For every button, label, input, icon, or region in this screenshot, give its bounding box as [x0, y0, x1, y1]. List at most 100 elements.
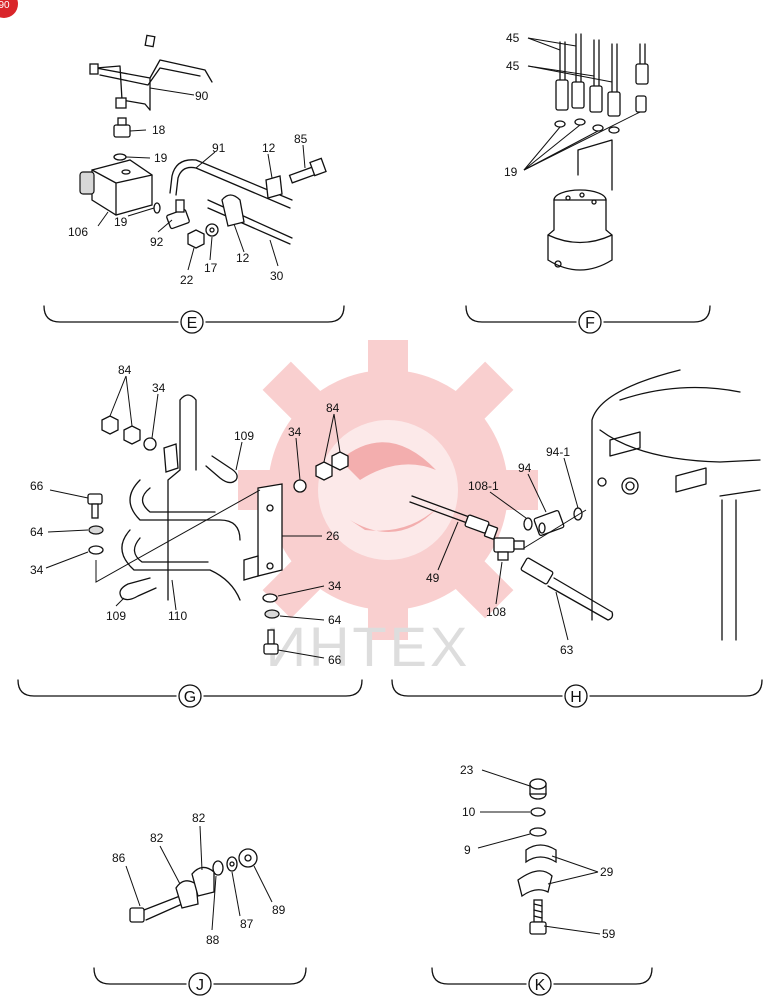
- label-59: 59: [602, 927, 616, 941]
- label-26: 26: [326, 529, 340, 543]
- tee-fitting-108: [493, 537, 525, 561]
- o-ring-19: [113, 153, 127, 161]
- pipe-30: [207, 199, 293, 245]
- washer-34-c: [88, 545, 104, 555]
- section-h-marker: [564, 684, 588, 708]
- label-82-j-upper: 82: [192, 811, 206, 825]
- section-e-bracket: [43, 305, 345, 323]
- washer-17: [205, 223, 219, 237]
- label-64-g-left: 64: [30, 525, 44, 539]
- section-h-view: 94-1 108-1 94 49 108 63 H: [391, 369, 763, 708]
- label-23: 23: [460, 763, 474, 777]
- label-63: 63: [560, 643, 574, 657]
- label-85: 85: [294, 132, 308, 146]
- label-84-g: 84: [118, 363, 132, 377]
- label-88: 88: [206, 933, 220, 947]
- label-19-lower: 19: [114, 215, 128, 229]
- elbow-92: [166, 199, 190, 230]
- washer-10: [530, 807, 546, 817]
- section-j-marker: [188, 972, 212, 996]
- section-k-marker: [528, 972, 552, 996]
- o-ring-108-1: [523, 517, 533, 531]
- section-k-view: 23 10 9 29 59 K: [431, 763, 653, 996]
- label-29: 29: [600, 865, 614, 879]
- section-k-letter: K: [535, 977, 546, 994]
- washer-87: [226, 856, 238, 872]
- adapter-94: [533, 510, 565, 536]
- label-10: 10: [462, 805, 476, 819]
- section-f-letter: F: [585, 315, 595, 332]
- fitting-18: [113, 117, 131, 138]
- section-j-view: 82 86 82 88 87 89 J: [93, 811, 307, 996]
- section-e-letter: E: [187, 315, 198, 332]
- o-rings-19: [554, 118, 620, 134]
- o-ring-19-side: [153, 202, 161, 214]
- section-j-bracket: [93, 967, 307, 985]
- watermark-text: ИНТЕХ: [266, 615, 471, 678]
- clamp-82-a: [175, 880, 199, 909]
- pipe-91: [175, 166, 291, 209]
- label-34-g-left: 34: [30, 563, 44, 577]
- section-e-marker: [180, 310, 204, 334]
- label-91: 91: [212, 141, 226, 155]
- washer-34-a: [143, 437, 157, 451]
- label-106: 106: [68, 225, 88, 239]
- clamp-12-upper: [265, 175, 283, 199]
- bolt-59: [529, 899, 547, 935]
- label-109-g-bottom: 109: [106, 609, 126, 623]
- leaders-k: [477, 769, 601, 935]
- label-45-lower: 45: [506, 59, 520, 73]
- nut-84-a: [101, 415, 119, 435]
- leaders-h: [437, 457, 579, 641]
- hose-63: [520, 557, 614, 621]
- label-19: 19: [154, 151, 168, 165]
- section-g-marker: [178, 684, 202, 708]
- section-j-letter: J: [196, 977, 204, 994]
- bolt-85: [288, 157, 327, 184]
- washer-64-b: [264, 609, 280, 619]
- corner-badge-text: 90: [0, 0, 10, 11]
- label-12-lower: 12: [236, 251, 250, 265]
- leaders-f: [523, 37, 641, 171]
- label-45: 45: [506, 31, 520, 45]
- label-108: 108: [486, 605, 506, 619]
- pipe-assembly-90: [89, 34, 213, 111]
- leaders-j: [125, 825, 273, 931]
- section-f-view: 45 45 19 F: [465, 31, 711, 334]
- section-g-letter: G: [184, 689, 196, 706]
- washer-34-b: [293, 479, 307, 493]
- nut-84-d: [331, 451, 349, 471]
- label-17: 17: [204, 261, 218, 275]
- label-22: 22: [180, 273, 194, 287]
- section-g-view: 84 34 109 34 84 66 64 34 26 109 110 34 6…: [17, 363, 363, 708]
- label-64-g-bottom: 64: [328, 613, 342, 627]
- u-bolt-109-upper: [205, 455, 238, 484]
- nut-84-b: [123, 425, 141, 445]
- label-110: 110: [168, 609, 187, 623]
- watermark-gear-logo: [238, 340, 538, 640]
- label-34-g-top: 34: [152, 381, 166, 395]
- label-87: 87: [240, 917, 254, 931]
- section-g-bracket: [17, 679, 363, 697]
- label-18: 18: [152, 123, 166, 137]
- tank-body: [591, 369, 761, 641]
- label-89: 89: [272, 903, 286, 917]
- label-90: 90: [195, 89, 209, 103]
- washer-34-d: [262, 593, 278, 603]
- label-84-g-right: 84: [326, 401, 340, 415]
- nut-23: [529, 778, 547, 800]
- corner-badge: 90: [0, 0, 18, 18]
- nut-22: [187, 229, 205, 249]
- label-34-g-bottom: 34: [328, 579, 342, 593]
- valve-block-106: [79, 159, 153, 216]
- label-92: 92: [150, 235, 164, 249]
- hose-assembly-45: [555, 33, 649, 117]
- clamp-82-b: [191, 866, 215, 897]
- label-94: 94: [518, 461, 532, 475]
- washer-9: [529, 827, 547, 837]
- section-f-marker: [578, 310, 602, 334]
- label-94-1: 94-1: [546, 445, 570, 459]
- leaders-g: [45, 375, 341, 659]
- label-66-g-top: 66: [30, 479, 44, 493]
- label-109-g-top: 109: [234, 429, 254, 443]
